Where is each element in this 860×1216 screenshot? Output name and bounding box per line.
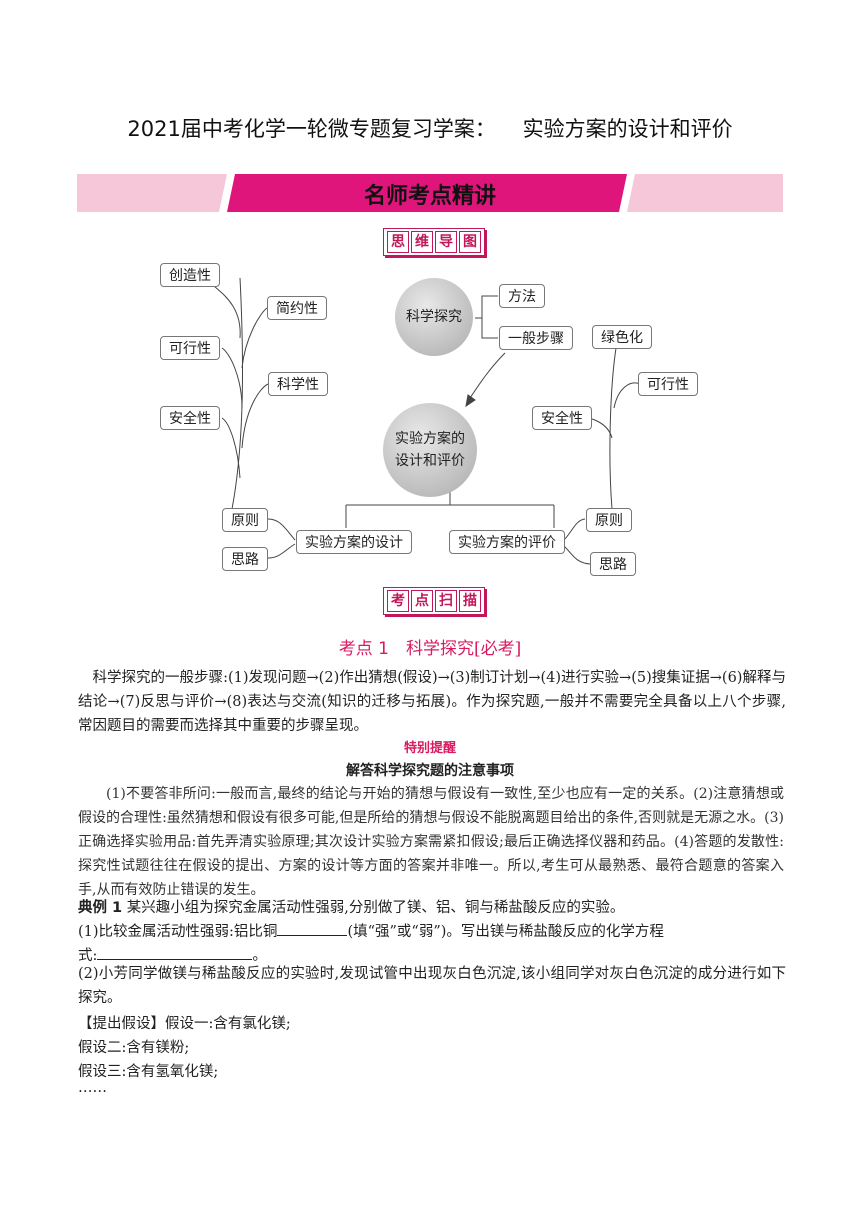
node-green: 绿色化 <box>592 325 652 349</box>
banner-title: 名师考点精讲 <box>363 184 496 209</box>
ellipsis: …… <box>78 1080 107 1096</box>
node-general-steps: 一般步骤 <box>499 326 573 350</box>
tip-heading: 特别提醒 <box>403 741 456 756</box>
tag-char: 扫 <box>435 590 457 612</box>
node-simplicity: 简约性 <box>267 296 327 320</box>
circle-science-inquiry: 科学探究 <box>395 278 473 356</box>
node-principle-right: 原则 <box>586 508 632 532</box>
mindmap-tag: 思 维 导 图 <box>383 228 485 256</box>
tip-subheading: 解答科学探究题的注意事项 <box>346 763 514 779</box>
steps-paragraph: 科学探究的一般步骤:(1)发现问题→(2)作出猜想(假设)→(3)制订计划→(4… <box>78 670 786 734</box>
example-intro: 某兴趣小组为探究金属活动性强弱,分别做了镁、铝、铜与稀盐酸反应的实验。 <box>126 900 625 916</box>
q1-line: (1)比较金属活动性强弱:铝比铜 (填“强”或“弱”)。写出镁与稀盐酸反应的化学方… <box>78 920 664 941</box>
node-method: 方法 <box>499 284 545 308</box>
tag-char: 考 <box>387 590 409 612</box>
center-line2: 设计和评价 <box>395 453 465 469</box>
tag-char: 描 <box>459 590 481 612</box>
q2-paragraph: (2)小芳同学做镁与稀盐酸反应的实验时,发现试管中出现灰白色沉淀,该小组同学对灰… <box>78 966 786 1006</box>
answer-blank[interactable] <box>277 921 348 936</box>
q1-line2: 式: 。 <box>78 944 267 965</box>
node-evaluate: 实验方案的评价 <box>449 530 565 554</box>
node-creativity: 创造性 <box>160 263 220 287</box>
tag-char: 图 <box>459 231 481 253</box>
hypothesis-2: 假设二:含有镁粉; <box>78 1040 190 1056</box>
node-approach-left: 思路 <box>222 547 268 571</box>
tag-char: 点 <box>411 590 433 612</box>
kaodian-heading: 考点 1 科学探究 <box>338 639 474 659</box>
q1-part-b: (填“强”或“弱”)。写出镁与稀盐酸反应的化学方程 <box>347 924 664 940</box>
node-feasibility-right: 可行性 <box>638 372 698 396</box>
hypothesis-3: 假设三:含有氢氧化镁; <box>78 1064 219 1080</box>
tag-char: 导 <box>435 231 457 253</box>
circle-experiment-design: 实验方案的 设计和评价 <box>383 403 477 497</box>
center-line1: 实验方案的 <box>395 431 465 447</box>
node-feasibility-left: 可行性 <box>160 336 220 360</box>
scan-tag: 考 点 扫 描 <box>383 587 485 615</box>
equation-blank[interactable] <box>97 945 253 960</box>
node-approach-right: 思路 <box>590 552 636 576</box>
page-title: 2021届中考化学一轮微专题复习学案： 实验方案的设计和评价 <box>127 117 733 141</box>
hypothesis-1: 【提出假设】假设一:含有氯化镁; <box>78 1016 291 1032</box>
example-label: 典例 1 <box>78 900 123 916</box>
q1-part-d: 。 <box>252 948 267 964</box>
kaodian-title: 考点 1 科学探究[必考] <box>0 634 860 659</box>
tip-body: (1)不要答非所问:一般而言,最终的结论与开始的猜想与假设有一致性,至少也应有一… <box>78 786 784 898</box>
tag-char: 思 <box>387 231 409 253</box>
kaodian-must: [必考] <box>473 639 522 659</box>
banner-shape <box>77 174 783 212</box>
mind-map: 创造性 简约性 可行性 科学性 安全性 原则 思路 科学探究 方法 一般步骤 实… <box>150 258 710 580</box>
node-safety-left: 安全性 <box>160 406 220 430</box>
q1-part-a: (1)比较金属活动性强弱:铝比铜 <box>78 924 278 940</box>
node-safety-right: 安全性 <box>532 406 592 430</box>
example-intro-line: 典例 1 某兴趣小组为探究金属活动性强弱,分别做了镁、铝、铜与稀盐酸反应的实验。 <box>78 896 624 917</box>
node-design: 实验方案的设计 <box>296 530 412 554</box>
node-scientific: 科学性 <box>268 372 328 396</box>
section-banner: 名师考点精讲 <box>77 174 783 212</box>
q1-part-c: 式: <box>78 948 98 964</box>
circle-science-inquiry-label: 科学探究 <box>406 309 462 325</box>
tag-char: 维 <box>411 231 433 253</box>
node-principle-left: 原则 <box>222 508 268 532</box>
mind-map-lines <box>204 275 641 565</box>
